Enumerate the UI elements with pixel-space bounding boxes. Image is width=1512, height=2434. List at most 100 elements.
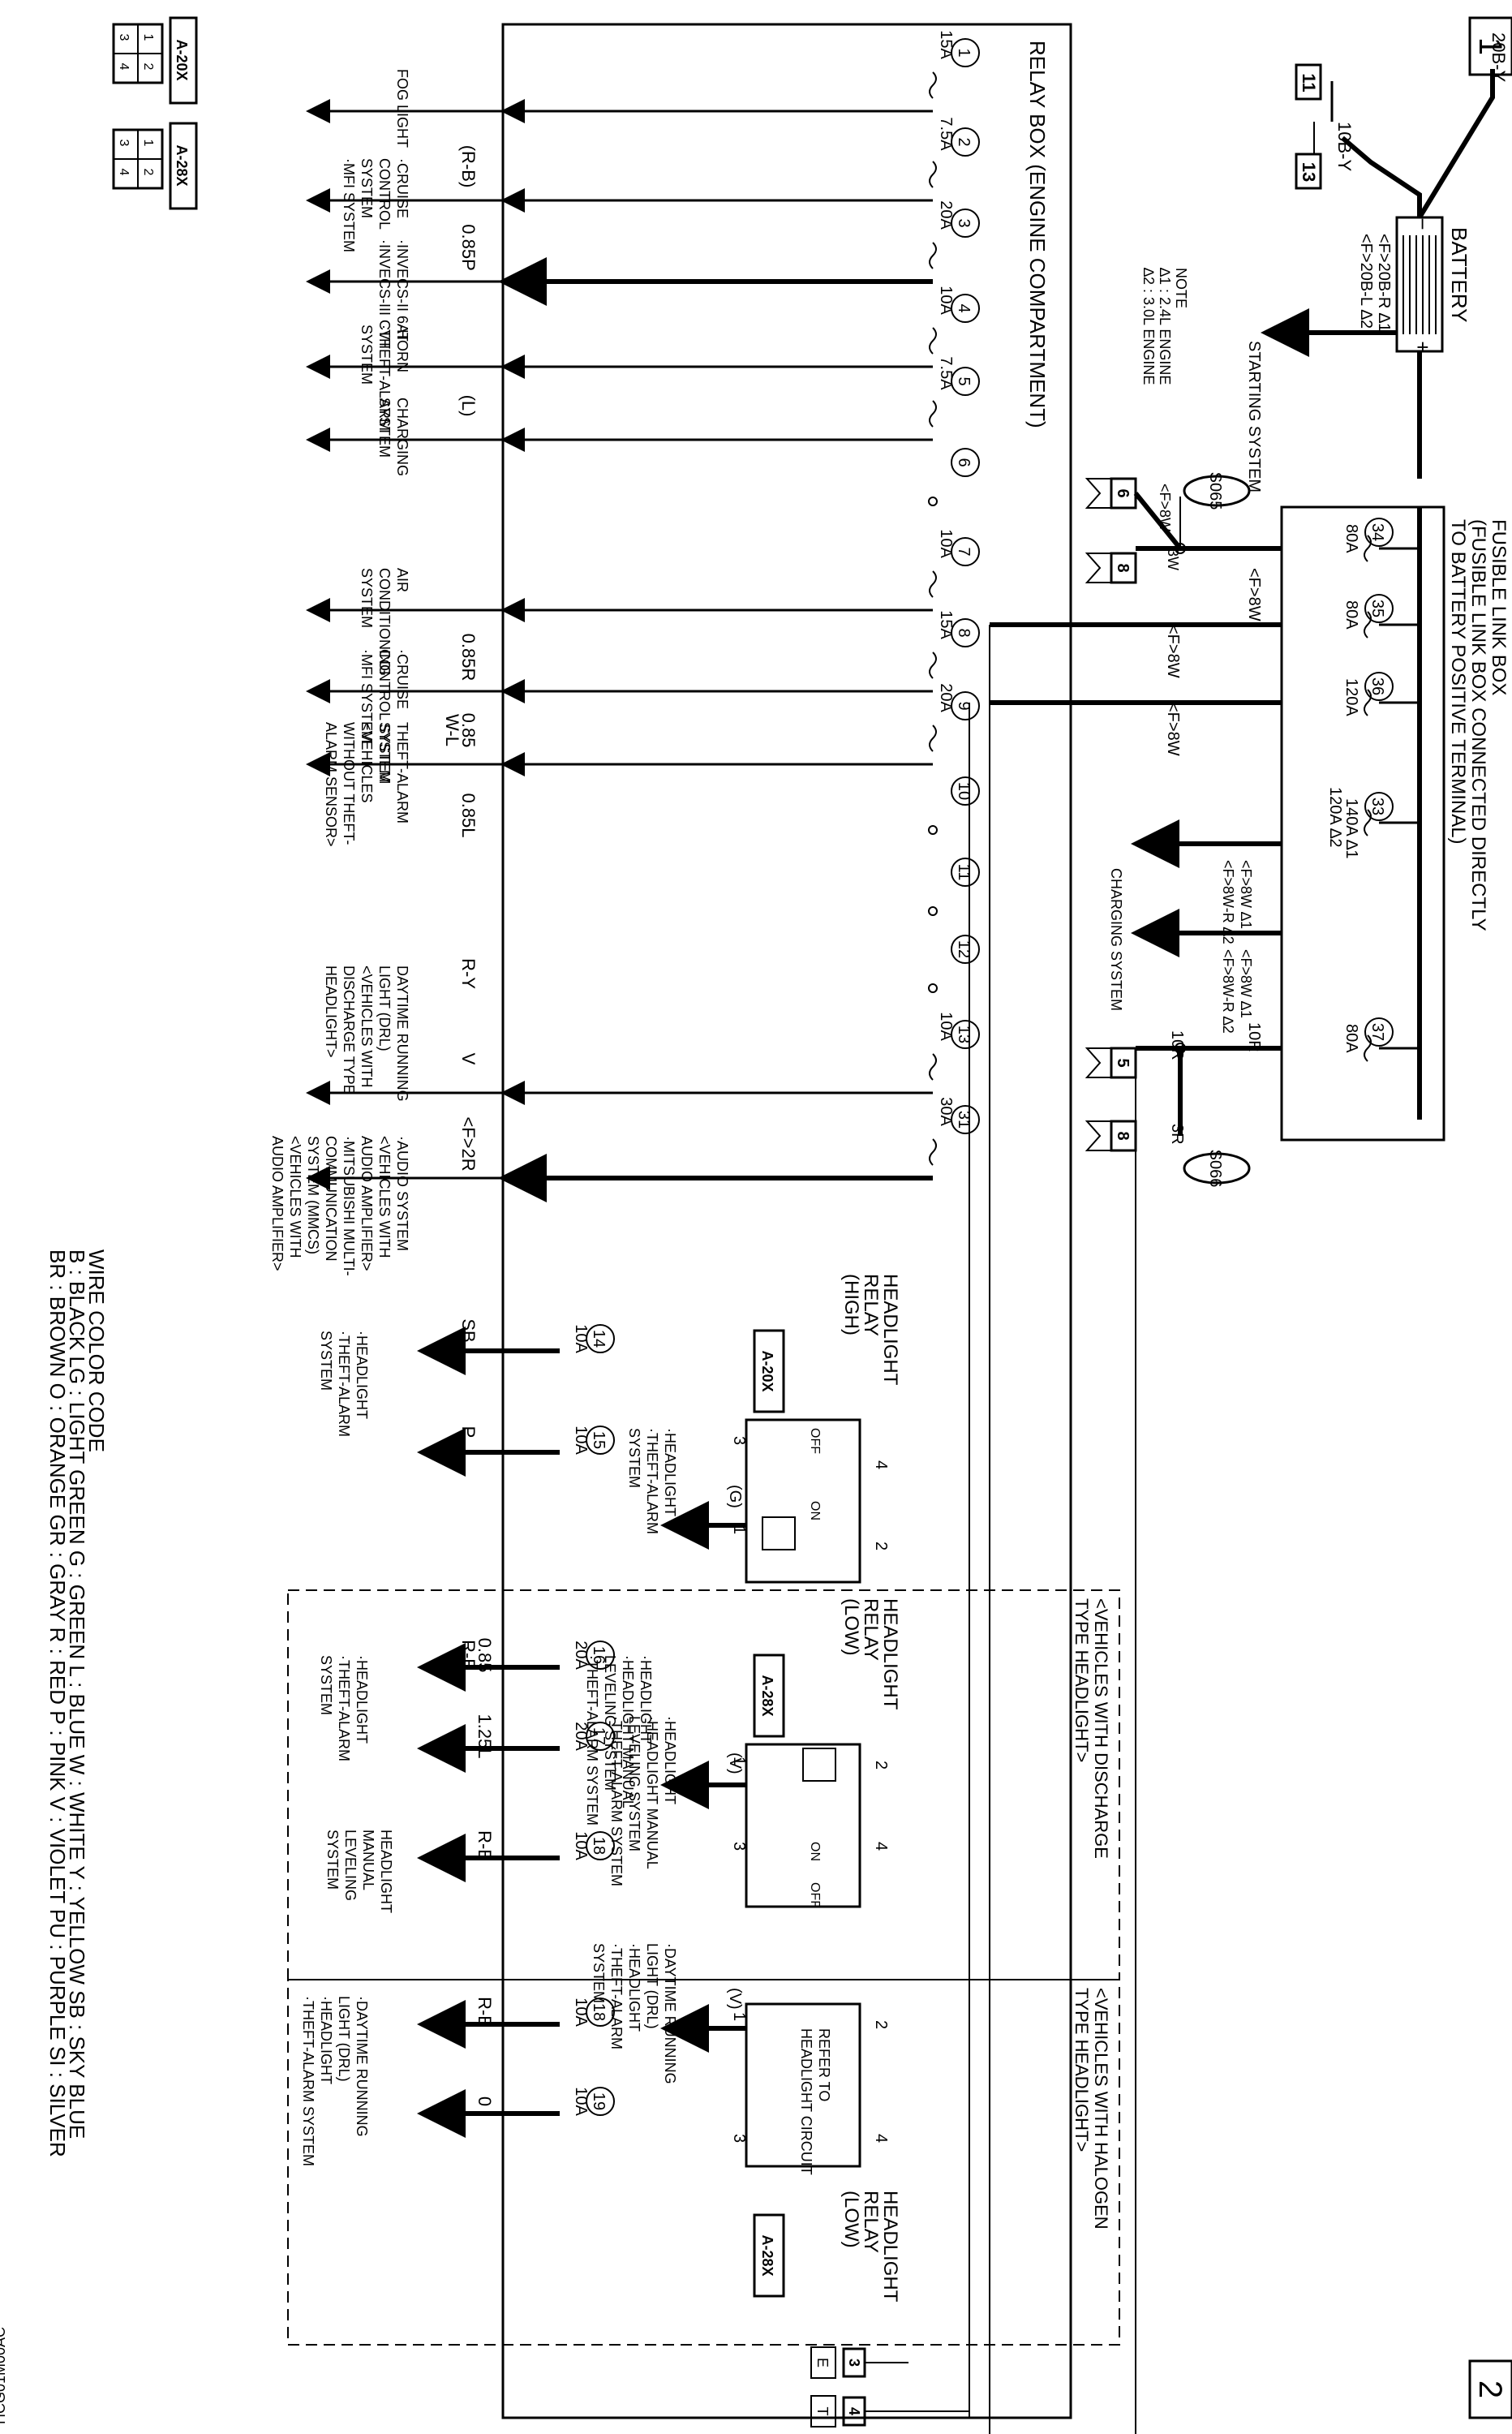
relay-fuse-number [951, 691, 980, 720]
fuse-destination: SYSTEM [324, 1830, 341, 1890]
fuse-destination: LIGHT (DRL) [336, 1996, 352, 2082]
wire-label: (V) [726, 1752, 744, 1774]
relay-fuse-number-label: 31 [955, 1111, 973, 1129]
fuse-wire-label: 0.85 [475, 1638, 495, 1673]
connector-view-id: A-28X [174, 144, 190, 186]
relay-fuse-number [586, 1641, 615, 1670]
relay-pin: 1 [730, 2012, 748, 2021]
fuse-destination: SYSTEM [376, 722, 393, 782]
fusible-link-number-label: 35 [1368, 600, 1386, 617]
fusible-link-number-label: 36 [1368, 677, 1386, 695]
splice-label-s066 [1183, 1152, 1251, 1185]
connector-view-pin: 3 [117, 34, 131, 41]
relay-fuse-rating: 20A [937, 200, 955, 230]
relay-fuse [929, 400, 937, 428]
relay-fuse [929, 327, 937, 355]
ground-wire-label: 20B-Y [1488, 32, 1509, 82]
fuse-wire-label: V [458, 1053, 479, 1065]
discharge-area-frame [287, 1589, 1120, 1980]
relay-destination: SYSTEM [591, 1943, 607, 2003]
wire-label: <F>8W ∆1 [1238, 949, 1254, 1018]
fuse-destination: SYSTEM [359, 568, 375, 628]
fusible-link-number-label: 37 [1368, 1023, 1386, 1041]
page-number-box-end [1468, 2359, 1512, 2419]
variant-label: TYPE HEADLIGHT> [1072, 1598, 1092, 1762]
fuse-destination: ·THEFT-ALARM [336, 1331, 352, 1437]
relay-pin: 3 [730, 2134, 748, 2143]
relay-fuse-number-label: 10 [955, 782, 973, 800]
fuse-wire-label: R-Y [458, 958, 479, 989]
connector-view-id-box [169, 122, 198, 210]
wire-color-code-line: B : BLACK LG : LIGHT GREEN G : GREEN L :… [65, 1249, 89, 2139]
relay-fuse-number [951, 127, 980, 157]
fuse-destination: FOG LIGHT [394, 69, 410, 148]
fuse-wire-label: R-B [475, 1830, 495, 1861]
connector-id: A-20X [759, 1350, 775, 1391]
relay-fuse-number-label: 15 [590, 1431, 608, 1449]
relay-fuse-number-label: 2 [955, 137, 973, 146]
fuse-destination: LIGHT (DRL) [376, 965, 393, 1051]
relay-destination: ·DAYTIME RUNNING [662, 1943, 678, 2084]
fuse-destination: CONDITIONING [376, 568, 393, 676]
fuse-destination: ·MFI SYSTEM [359, 649, 375, 743]
relay-fuse-number [951, 776, 980, 806]
fuse-wire-label: 0.85R [458, 634, 479, 682]
ground-number: 13 [1299, 162, 1319, 182]
page-number-end: 2 [1472, 2380, 1508, 2398]
relay-fuse [929, 652, 937, 679]
wire-label: <F>8W [1245, 568, 1263, 621]
battery-wire-label: <F>20B-R ∆1 [1375, 234, 1393, 332]
fuse-wire-label: 0.85 [458, 713, 479, 748]
fuse-destination: MANUAL [360, 1830, 376, 1890]
relay-fuse-rating: 10A [572, 2087, 590, 2116]
relay-pin: 1 [730, 1525, 748, 1534]
relay-fuse-rating: 10A [572, 1324, 590, 1353]
battery-positive: + [1411, 341, 1435, 353]
relay-title: (LOW) [840, 1598, 862, 1656]
relay-pin: 4 [872, 1460, 890, 1469]
fusible-link-rating: 140A ∆1 [1342, 798, 1360, 859]
relay-fuse-rating: 10A [937, 1012, 955, 1041]
fuse-wire-label: 1.25L [475, 1714, 495, 1758]
fuse-destination: ·THEFT-ALARM SYSTEM [300, 1996, 316, 2166]
wire-label: <F>8W [1164, 625, 1182, 678]
relay-fuse [929, 1053, 937, 1081]
connector-view-pin: 4 [117, 63, 131, 71]
refer-note: HEADLIGHT CIRCUIT [798, 2028, 814, 2175]
fusible-link [1364, 611, 1372, 639]
switch-off-label: OFF [808, 1882, 822, 1908]
fusible-link-subtitle: TO BATTERY POSITIVE TERMINAL) [1447, 519, 1469, 845]
connector-label-box [753, 1653, 785, 1738]
fuse-destination: ·HEADLIGHT [318, 1996, 334, 2084]
connector-number: 8 [1114, 563, 1132, 572]
relay-low-box [745, 1743, 861, 1908]
relay-fuse [929, 725, 937, 752]
relay-fuse-number [951, 1105, 980, 1134]
wire-label: <F>8W [1164, 703, 1182, 756]
switch-off-label: OFF [808, 1428, 822, 1454]
unused-fuse-terminal [928, 906, 938, 916]
relay-fuse-rating: 15A [937, 610, 955, 639]
relay-fuse-number-label: 5 [955, 376, 973, 385]
relay-fuse-number [586, 1324, 615, 1353]
ground-box [1295, 63, 1322, 101]
relay-fuse-number-label: 14 [590, 1330, 608, 1348]
fuse-wire-label: 0 [475, 2096, 495, 2106]
connector-number: 3 [846, 2359, 862, 2367]
relay-fuse-number-label: 12 [955, 940, 973, 958]
relay-fuse-number-label: 11 [955, 864, 973, 881]
relay-fuse-number-label: 3 [955, 218, 973, 227]
relay-fuse-number [951, 858, 980, 887]
relay-fuse-rating: 7.5A [937, 117, 955, 151]
connector-arrow-icon [1085, 1047, 1112, 1078]
relay-fuse-number-label: 7 [955, 547, 973, 556]
relay-fuse-number [951, 618, 980, 647]
relay-fuse-number-label: 18 [590, 2003, 608, 2021]
battery-wire-label: <F>20B-L ∆2 [1357, 234, 1375, 329]
fuse-destination: SYSTEM [318, 1331, 334, 1391]
fusible-link-number [1364, 672, 1394, 701]
relay-fuse [929, 161, 937, 188]
relay-pin: 2 [872, 2020, 890, 2029]
relay-fuse [929, 242, 937, 269]
fuse-destination: ·AUDIO SYSTEM [394, 1136, 410, 1251]
